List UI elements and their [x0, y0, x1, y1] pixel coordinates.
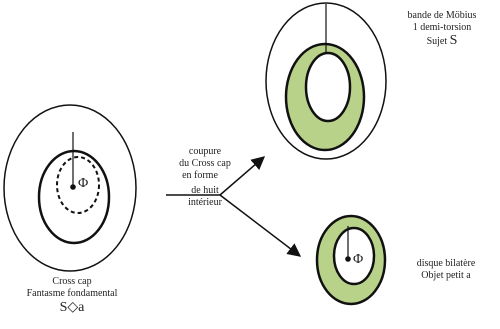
mobius-subject-word: Sujet	[427, 36, 448, 47]
disk-caption-line2: Objet petit a	[396, 270, 496, 282]
crosscap-caption: Cross cap Fantasme fondamental S◇a	[6, 276, 138, 316]
crosscap-point	[70, 184, 76, 190]
mobius-caption-line3: Sujet S	[392, 33, 492, 49]
crosscap-figure	[4, 105, 136, 271]
crosscap-formula: S◇a	[6, 300, 138, 316]
mobius-subject-symbol: S	[450, 33, 458, 48]
mobius-green-band	[286, 44, 364, 150]
crosscap-caption-line2: Fantasme fondamental	[6, 288, 138, 300]
mobius-figure	[266, 3, 386, 159]
cut-caption-line3: en forme	[150, 170, 250, 182]
disk-caption: disque bilatère Objet petit a	[396, 258, 496, 281]
disk-caption-line1: disque bilatère	[396, 258, 496, 270]
cut-caption-line1: coupure	[160, 146, 250, 158]
crosscap-outer-oval	[4, 105, 136, 271]
cut-caption: coupure du Cross cap en forme de huit in…	[160, 146, 250, 209]
mobius-caption: bande de Möbius 1 demi-torsion Sujet S	[392, 10, 492, 49]
cut-caption-line2: du Cross cap	[160, 158, 250, 170]
cut-caption-line4: de huit	[160, 185, 250, 197]
crosscap-phi-label: Φ	[78, 176, 88, 192]
mobius-caption-line1: bande de Möbius	[392, 10, 492, 22]
disk-green-band	[317, 216, 385, 304]
disk-point	[345, 256, 351, 262]
cut-caption-line5: intérieur	[160, 197, 250, 209]
disk-figure	[317, 216, 385, 304]
disk-phi-label: Φ	[353, 252, 363, 268]
crosscap-inner-oval	[39, 151, 109, 243]
mobius-caption-line2: 1 demi-torsion	[392, 22, 492, 34]
crosscap-caption-line1: Cross cap	[6, 276, 138, 288]
